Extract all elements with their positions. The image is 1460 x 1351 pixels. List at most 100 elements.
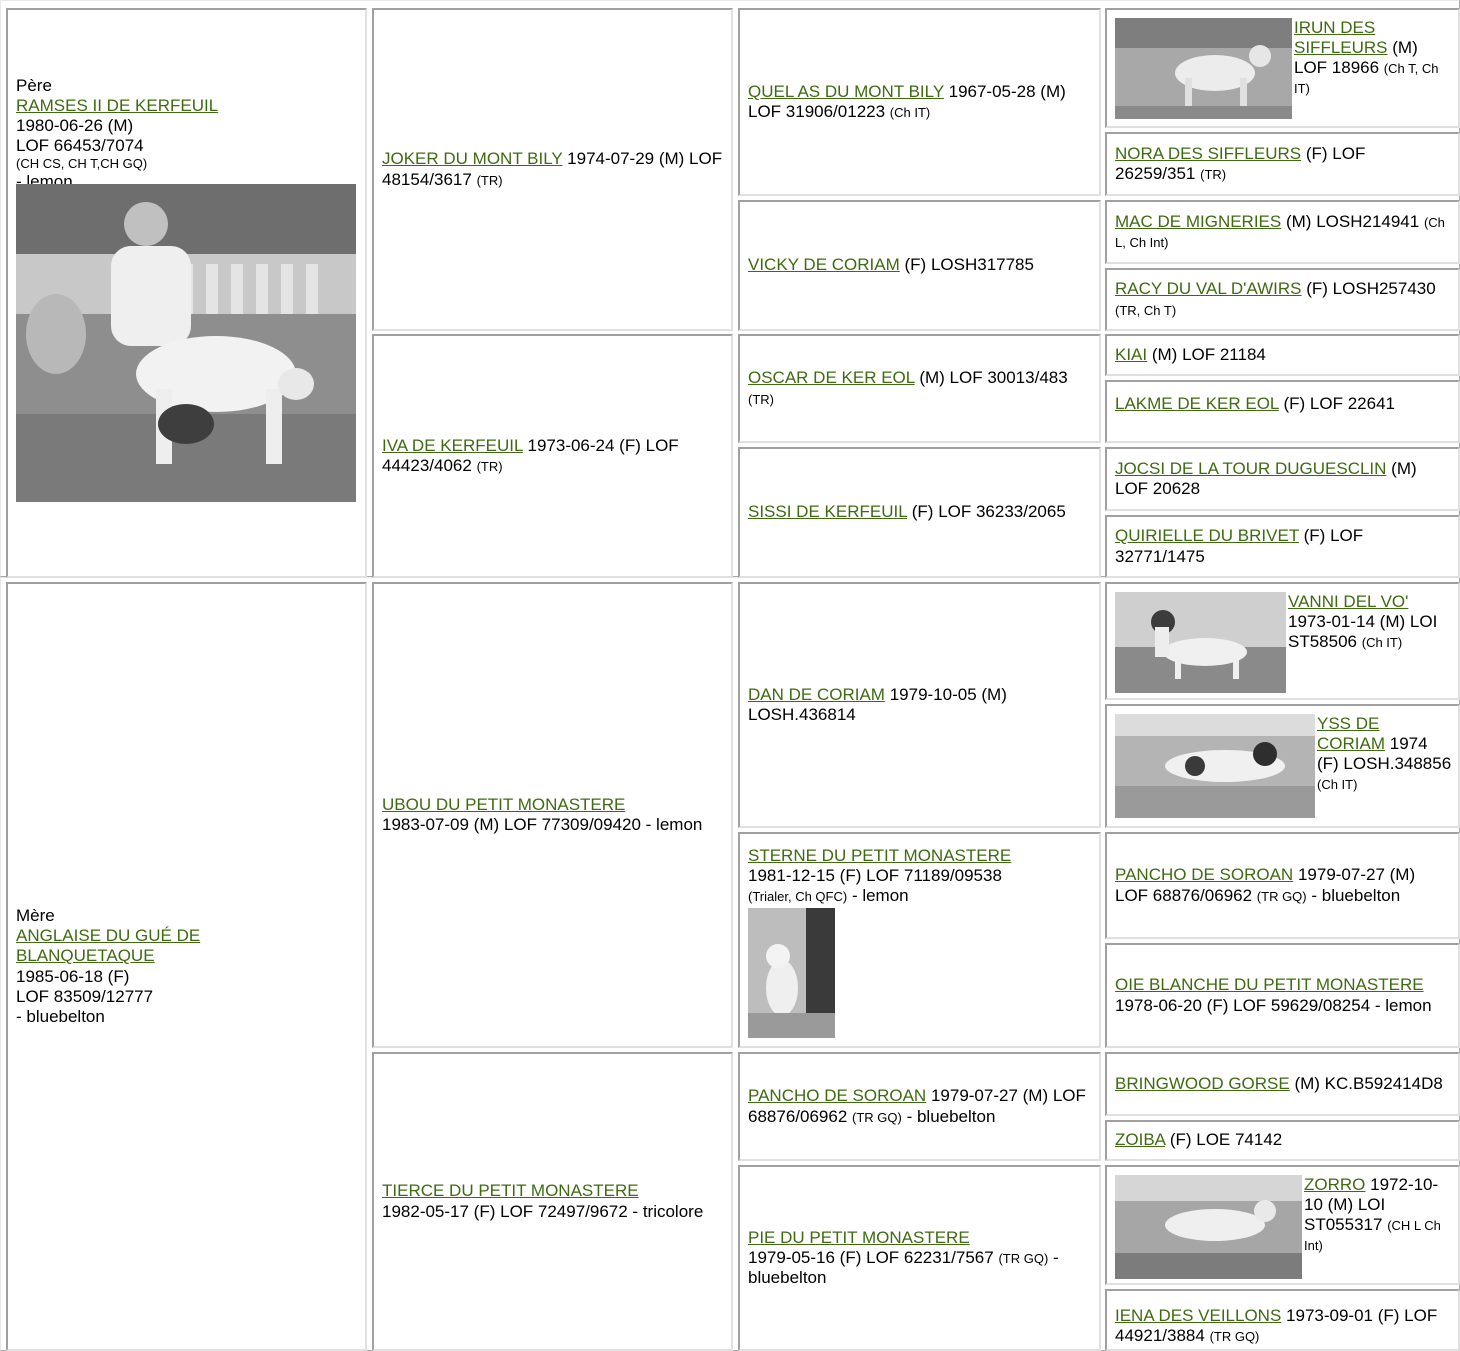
yss-cell: YSS DE CORIAM 1974 (F) LOSH.348856 (Ch I… bbox=[1105, 704, 1460, 828]
ubou-link[interactable]: UBOU DU PETIT MONASTERE bbox=[382, 794, 626, 814]
racy-titles: (TR, Ch T) bbox=[1115, 302, 1177, 318]
zoiba-link[interactable]: ZOIBA bbox=[1115, 1130, 1166, 1150]
sire-titles: (CH CS, CH T,CH GQ) bbox=[16, 156, 148, 172]
sissi-info: (F) LOF 36233/2065 bbox=[911, 502, 1066, 522]
kiai-link[interactable]: KIAI bbox=[1115, 344, 1148, 364]
irun-link[interactable]: IRUN DES SIFFLEURS bbox=[1294, 18, 1388, 58]
tierce-link[interactable]: TIERCE DU PETIT MONASTERE bbox=[382, 1181, 639, 1201]
iva-info: 1973-06-24 (F) LOF 44423/4062 bbox=[382, 435, 679, 475]
pancho-parent-titles: (TR GQ) bbox=[852, 1109, 902, 1125]
zoiba-cell: ZOIBA (F) LOE 74142 bbox=[1105, 1120, 1460, 1161]
oscar-link[interactable]: OSCAR DE KER EOL bbox=[748, 368, 915, 388]
oscar-titles: (TR) bbox=[748, 391, 774, 407]
quirielle-cell: QUIRIELLE DU BRIVET (F) LOF 32771/1475 bbox=[1105, 515, 1460, 578]
sissi-link[interactable]: SISSI DE KERFEUIL bbox=[748, 502, 908, 522]
quel-info: 1967-05-28 (M) LOF 31906/01223 bbox=[748, 81, 1066, 121]
dan-info: 1979-10-05 (M) LOSH.436814 bbox=[748, 684, 1007, 724]
zorro-cell: ZORRO 1972-10-10 (M) LOI ST055317 (CH L … bbox=[1105, 1165, 1460, 1285]
kiai-info: (M) LOF 21184 bbox=[1151, 344, 1266, 364]
joker-cell: JOKER DU MONT BILY 1974-07-29 (M) LOF 48… bbox=[372, 8, 733, 331]
oie-info: 1978-06-20 (F) LOF 59629/08254 - lemon bbox=[1115, 995, 1432, 1015]
vicky-link[interactable]: VICKY DE CORIAM bbox=[748, 255, 900, 275]
oie-link[interactable]: OIE BLANCHE DU PETIT MONASTERE bbox=[1115, 975, 1424, 995]
zorro-titles: (CH L Ch Int) bbox=[1304, 1218, 1441, 1254]
nora-info: (F) LOF 26259/351 bbox=[1115, 143, 1366, 183]
nora-link[interactable]: NORA DES SIFFLEURS bbox=[1115, 143, 1302, 163]
jocsi-link[interactable]: JOCSI DE LA TOUR DUGUESCLIN bbox=[1115, 458, 1387, 478]
bringwood-cell: BRINGWOOD GORSE (M) KC.B592414D8 bbox=[1105, 1052, 1460, 1116]
sterne-color: - lemon bbox=[851, 886, 909, 906]
quirielle-info: (F) LOF 32771/1475 bbox=[1115, 526, 1364, 566]
iena-titles: (TR GQ) bbox=[1209, 1329, 1260, 1345]
lakme-link[interactable]: LAKME DE KER EOL bbox=[1115, 394, 1279, 413]
yss-info: 1974 (F) LOSH.348856 bbox=[1317, 734, 1452, 774]
dam-label: Mère bbox=[16, 906, 55, 926]
racy-info: (F) LOSH257430 bbox=[1306, 279, 1436, 299]
dam-birth: 1985-06-18 (F) bbox=[16, 966, 130, 986]
mac-info: (M) LOSH214941 bbox=[1285, 211, 1420, 231]
oscar-cell: OSCAR DE KER EOL (M) LOF 30013/483 (TR) bbox=[738, 334, 1101, 443]
pancho-parent-link[interactable]: PANCHO DE SOROAN bbox=[748, 1086, 927, 1106]
joker-link[interactable]: JOKER DU MONT BILY bbox=[382, 149, 563, 169]
sire-link[interactable]: RAMSES II DE KERFEUIL bbox=[16, 96, 219, 116]
kiai-cell: KIAI (M) LOF 21184 bbox=[1105, 334, 1460, 376]
dan-cell: DAN DE CORIAM 1979-10-05 (M) LOSH.436814 bbox=[738, 582, 1101, 828]
joker-titles: (TR) bbox=[476, 172, 503, 188]
oie-cell: OIE BLANCHE DU PETIT MONASTERE 1978-06-2… bbox=[1105, 943, 1460, 1048]
vanni-info: 1973-01-14 (M) LOI ST58506 bbox=[1288, 612, 1438, 652]
iena-link[interactable]: IENA DES VEILLONS bbox=[1115, 1306, 1282, 1325]
bringwood-link[interactable]: BRINGWOOD GORSE bbox=[1115, 1073, 1290, 1093]
pie-link[interactable]: PIE DU PETIT MONASTERE bbox=[748, 1227, 970, 1247]
quel-titles: (Ch IT) bbox=[889, 105, 931, 120]
zorro-info: 1972-10-10 (M) LOI ST055317 bbox=[1304, 1175, 1439, 1235]
quel-cell: QUEL AS DU MONT BILY 1967-05-28 (M) LOF … bbox=[738, 8, 1101, 196]
sterne-link[interactable]: STERNE DU PETIT MONASTERE bbox=[748, 846, 1012, 865]
quel-link[interactable]: QUEL AS DU MONT BILY bbox=[748, 81, 944, 101]
sire-birth: 1980-06-26 (M) bbox=[16, 116, 134, 136]
vanni-link[interactable]: VANNI DEL VO' bbox=[1288, 592, 1409, 611]
pancho-color: - bluebelton bbox=[1311, 885, 1401, 905]
dam-registration: LOF 83509/12777 bbox=[16, 986, 154, 1006]
dam-cell: Mère ANGLAISE DU GUÉ DE BLANQUETAQUE 198… bbox=[6, 582, 367, 1351]
irun-titles: (Ch T, Ch IT) bbox=[1294, 61, 1439, 97]
pancho-parent-color: - bluebelton bbox=[906, 1106, 996, 1126]
zorro-link[interactable]: ZORRO bbox=[1304, 1175, 1366, 1194]
racy-cell: RACY DU VAL D'AWIRS (F) LOSH257430 (TR, … bbox=[1105, 268, 1460, 331]
iva-link[interactable]: IVA DE KERFEUIL bbox=[382, 435, 523, 455]
sterne-titles: (Trialer, Ch QFC) bbox=[748, 889, 848, 905]
nora-titles: (TR) bbox=[1200, 167, 1227, 182]
lakme-info: (F) LOF 22641 bbox=[1283, 394, 1396, 413]
sterne-info: 1981-12-15 (F) LOF 71189/09538 bbox=[748, 866, 1002, 886]
pancho-link[interactable]: PANCHO DE SOROAN bbox=[1115, 865, 1294, 885]
zoiba-info: (F) LOE 74142 bbox=[1169, 1130, 1283, 1150]
sire-registration: LOF 66453/7074 bbox=[16, 136, 144, 156]
nora-cell: NORA DES SIFFLEURS (F) LOF 26259/351 (TR… bbox=[1105, 132, 1460, 196]
yss-photo bbox=[1115, 714, 1315, 818]
irun-cell: IRUN DES SIFFLEURS (M) LOF 18966 (Ch T, … bbox=[1105, 8, 1460, 128]
vanni-cell: VANNI DEL VO' 1973-01-14 (M) LOI ST58506… bbox=[1105, 582, 1460, 700]
pancho-info: 1979-07-27 (M) LOF 68876/06962 bbox=[1115, 865, 1416, 905]
irun-photo bbox=[1115, 18, 1292, 119]
vicky-cell: VICKY DE CORIAM (F) LOSH317785 bbox=[738, 200, 1101, 331]
racy-link[interactable]: RACY DU VAL D'AWIRS bbox=[1115, 279, 1302, 299]
vanni-photo bbox=[1115, 592, 1286, 693]
mac-link[interactable]: MAC DE MIGNERIES bbox=[1115, 211, 1282, 231]
yss-titles: (Ch IT) bbox=[1317, 777, 1358, 793]
quirielle-link[interactable]: QUIRIELLE DU BRIVET bbox=[1115, 526, 1299, 546]
jocsi-cell: JOCSI DE LA TOUR DUGUESCLIN (M) LOF 2062… bbox=[1105, 447, 1460, 511]
tierce-info: 1982-05-17 (F) LOF 72497/9672 - tricolor… bbox=[382, 1201, 704, 1221]
iva-titles: (TR) bbox=[476, 459, 503, 474]
iva-cell: IVA DE KERFEUIL 1973-06-24 (F) LOF 44423… bbox=[372, 334, 733, 578]
mac-cell: MAC DE MIGNERIES (M) LOSH214941 (Ch L, C… bbox=[1105, 200, 1460, 264]
oscar-info: (M) LOF 30013/483 bbox=[919, 368, 1068, 388]
dam-color: - bluebelton bbox=[16, 1006, 105, 1026]
mac-titles: (Ch L, Ch Int) bbox=[1115, 214, 1445, 250]
yss-link[interactable]: YSS DE CORIAM bbox=[1317, 714, 1385, 754]
dam-link[interactable]: ANGLAISE DU GUÉ DE BLANQUETAQUE bbox=[16, 926, 201, 966]
dan-link[interactable]: DAN DE CORIAM bbox=[748, 684, 885, 704]
bringwood-info: (M) KC.B592414D8 bbox=[1294, 1073, 1443, 1093]
irun-info: (M) LOF 18966 bbox=[1294, 38, 1418, 78]
pie-titles: (TR GQ) bbox=[998, 1250, 1049, 1266]
